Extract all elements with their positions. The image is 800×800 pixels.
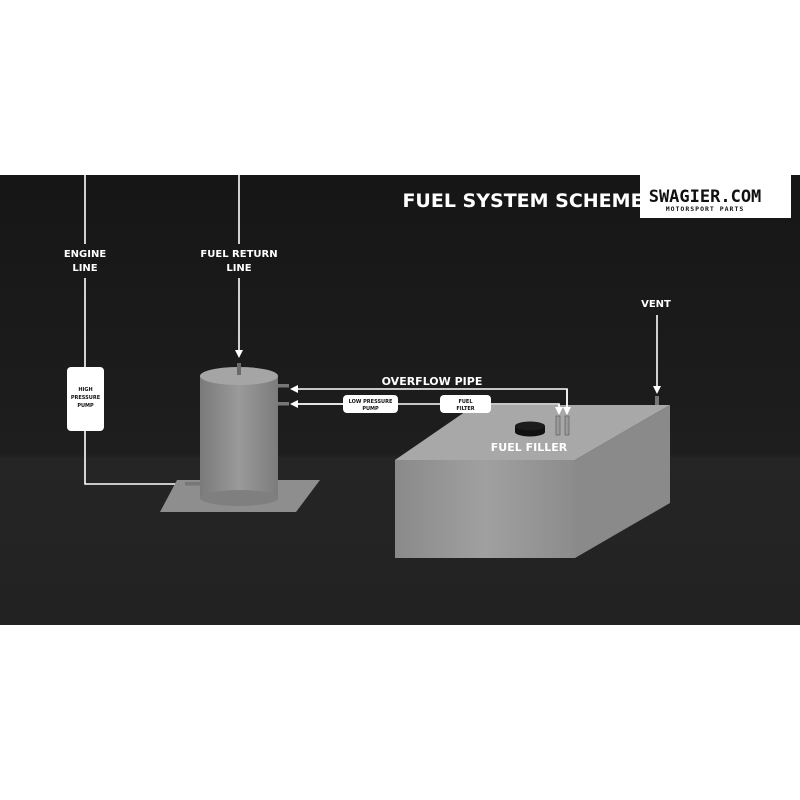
engine-line (84, 175, 183, 484)
svg-text:HIGH: HIGH (78, 387, 92, 393)
svg-text:FILTER: FILTER (456, 406, 474, 412)
svg-text:PUMP: PUMP (77, 403, 94, 409)
svg-text:LOW PRESSURE: LOW PRESSURE (349, 399, 393, 405)
svg-text:PRESSURE: PRESSURE (71, 395, 101, 401)
high-pressure-pump: HIGH PRESSURE PUMP (67, 367, 104, 431)
fuel-return-line-label-2: LINE (226, 263, 251, 274)
vent-label: VENT (641, 299, 671, 310)
diagram-title: FUEL SYSTEM SCHEME (402, 190, 643, 212)
overflow-pipe-label: OVERFLOW PIPE (382, 375, 483, 388)
svg-text:PUMP: PUMP (362, 406, 379, 412)
fuel-filler-label: FUEL FILLER (491, 441, 568, 454)
surge-tank (160, 363, 320, 512)
svg-text:MOTORSPORT PARTS: MOTORSPORT PARTS (666, 205, 745, 213)
low-pressure-pump: LOW PRESSURE PUMP (343, 395, 398, 413)
swagier-logo: SWAGIER.COM MOTORSPORT PARTS (640, 175, 791, 218)
fuel-tank (395, 396, 670, 558)
engine-line-label-1: ENGINE (64, 249, 106, 260)
fuel-filter: FUEL FILTER (440, 395, 491, 413)
engine-line-label-2: LINE (72, 263, 97, 274)
svg-text:SWAGIER.COM: SWAGIER.COM (649, 187, 762, 207)
svg-text:FUEL: FUEL (458, 399, 473, 405)
fuel-return-line-label-1: FUEL RETURN (200, 249, 277, 260)
